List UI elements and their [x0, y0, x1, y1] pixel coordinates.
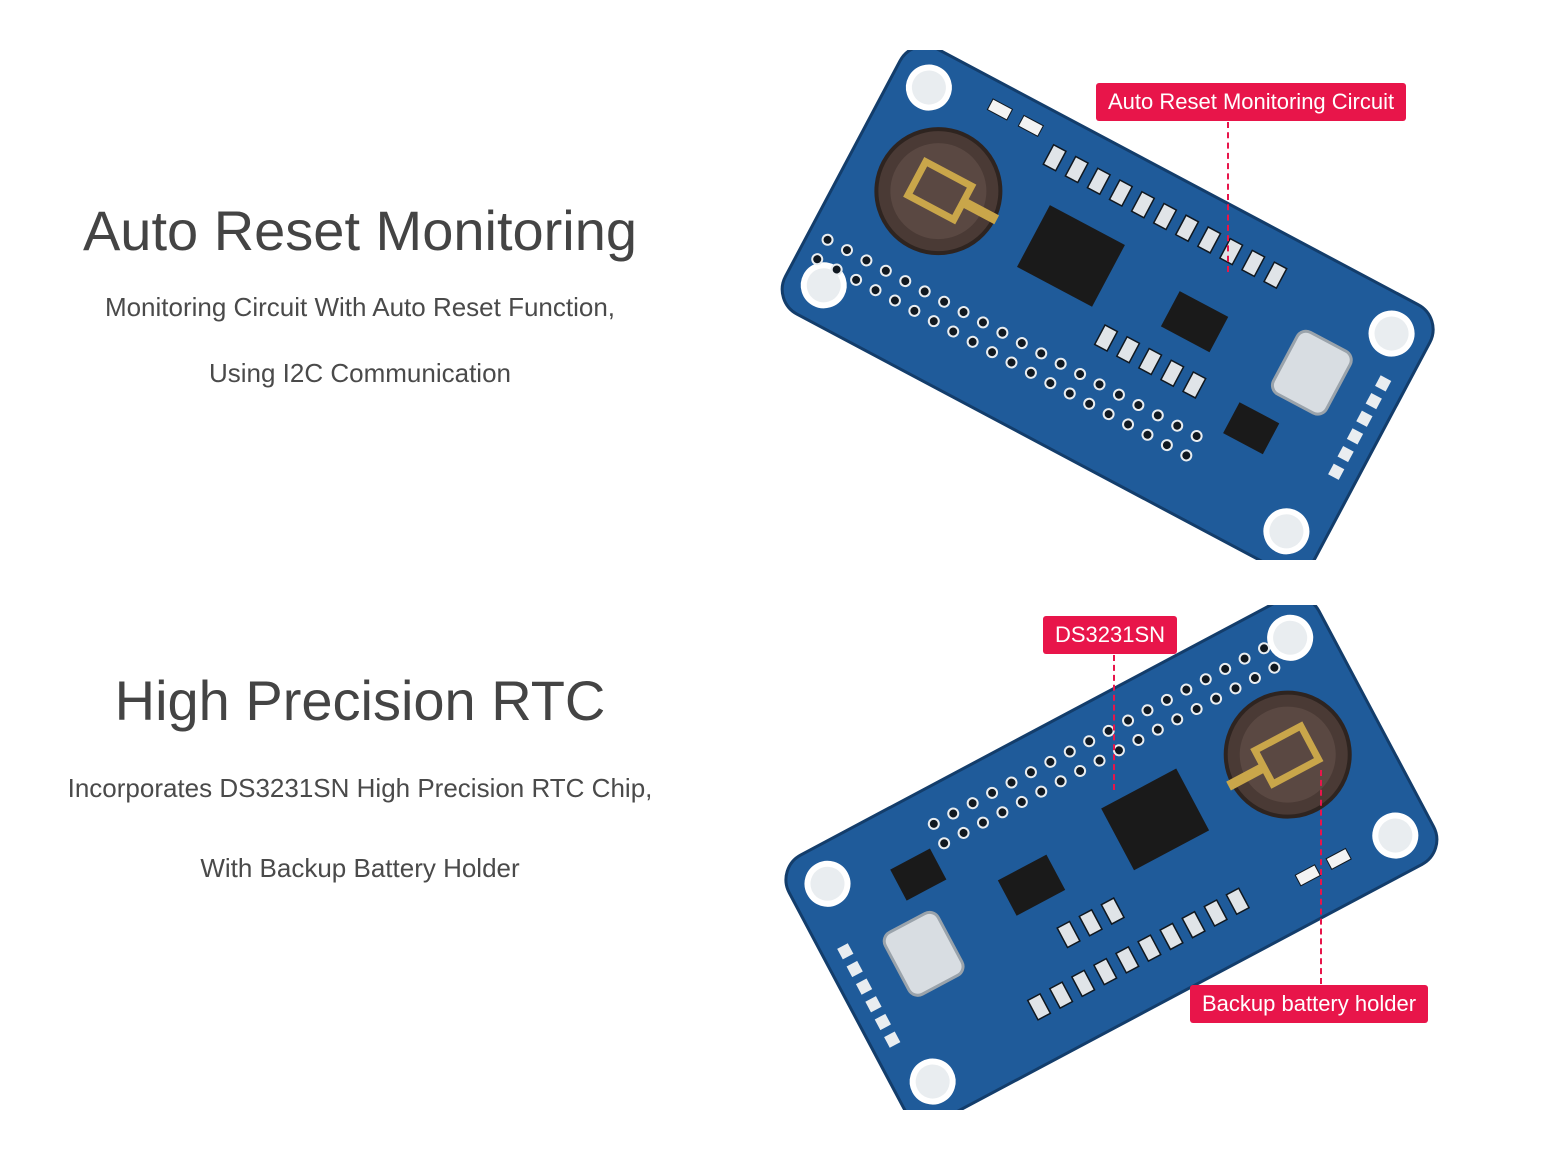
watchdog-chip: [997, 854, 1066, 916]
battery-clip: [1250, 721, 1324, 789]
mounting-hole: [905, 64, 952, 111]
callout-leader-line: [1227, 122, 1229, 272]
watchdog-chip: [1160, 291, 1229, 353]
rtc-chip: [1017, 205, 1125, 307]
mounting-hole: [1267, 614, 1314, 661]
pwr-led: [986, 98, 1014, 121]
description-line-2: With Backup Battery Holder: [200, 853, 520, 883]
battery-clip-tab: [959, 196, 1000, 225]
battery-clip-tab: [1226, 762, 1267, 791]
mounting-hole: [1263, 508, 1310, 555]
mounting-hole: [909, 1058, 956, 1105]
heading-auto-reset-monitoring: Auto Reset Monitoring: [82, 199, 638, 262]
description-line-1: Incorporates DS3231SN High Precision RTC…: [67, 773, 653, 803]
usb-c-port: [1270, 329, 1353, 416]
section-high-precision-rtc: High Precision RTC Incorporates DS3231SN…: [0, 588, 1568, 1176]
mounting-hole: [1372, 812, 1419, 859]
callout-leader-line: [1113, 655, 1115, 790]
state-led: [1017, 114, 1045, 138]
text-block-rtc: High Precision RTC Incorporates DS3231SN…: [40, 666, 680, 896]
text-block-auto-reset: Auto Reset Monitoring Monitoring Circuit…: [40, 196, 680, 398]
battery-holder-inner: [890, 143, 987, 240]
battery-holder-inner: [1239, 706, 1336, 803]
pcb-board-image-top: [780, 50, 1435, 560]
usb-c-port: [882, 910, 965, 997]
callout-leader-line: [1320, 770, 1322, 984]
pcb-board-image-bottom: [784, 605, 1439, 1110]
mounting-hole: [1368, 310, 1415, 357]
section-auto-reset-monitoring: Auto Reset Monitoring Monitoring Circuit…: [40, 196, 680, 398]
callout-ds3231sn: DS3231SN: [1043, 616, 1178, 654]
heading-high-precision-rtc: High Precision RTC: [114, 669, 606, 732]
state-led: [1294, 864, 1321, 887]
callout-backup-battery-holder: Backup battery holder: [1190, 985, 1429, 1023]
callout-auto-reset-monitoring-circuit: Auto Reset Monitoring Circuit: [1096, 83, 1407, 121]
pcb-board: [780, 50, 1435, 560]
mounting-hole: [804, 860, 851, 907]
small-ic: [1223, 402, 1280, 455]
description-line-1: Monitoring Circuit With Auto Reset Funct…: [104, 292, 616, 322]
pwr-led: [1325, 847, 1352, 871]
small-ic: [890, 848, 947, 901]
description-line-2: Using I2C Communication: [208, 358, 511, 388]
ds3231sn-chip: [1101, 768, 1210, 871]
